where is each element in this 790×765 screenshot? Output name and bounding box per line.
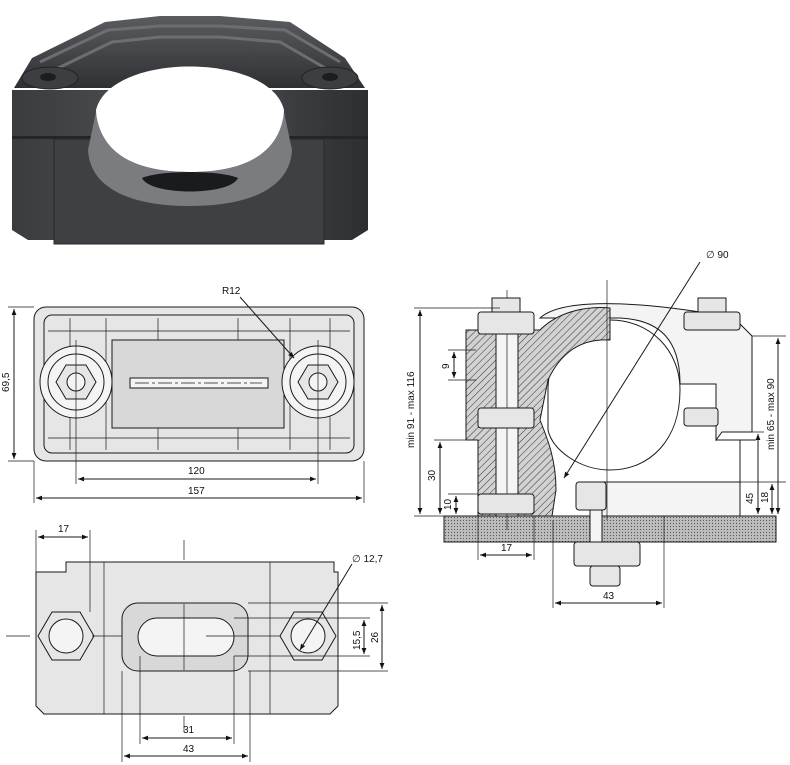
dim-10-label: 10 (443, 498, 454, 510)
base-view-drawing (6, 530, 388, 762)
dim-30-label: 30 (427, 469, 438, 481)
height-dimension-label: 69,5 (1, 372, 12, 392)
outer-width-dimension-label: 26 (370, 631, 381, 643)
dim-9-label: 9 (441, 363, 452, 369)
dim-18-label: 18 (760, 491, 771, 503)
top-view-drawing (8, 296, 365, 503)
overall-width-dimension-label: 157 (188, 486, 205, 497)
product-photo (12, 16, 368, 245)
cable-diameter-label: ∅ 90 (706, 250, 729, 261)
dim-17-label: 17 (501, 543, 513, 554)
dim-45-label: 45 (745, 492, 756, 504)
clamp-height-range-label: min 65 - max 90 (766, 378, 777, 450)
offset-dimension-label: 17 (58, 524, 70, 535)
slot-width-dimension-label: 15,5 (352, 630, 363, 650)
hole-diameter-label: ∅ 12,7 (352, 554, 383, 565)
slot-length-dimension-label: 31 (183, 725, 195, 736)
radius-label: R12 (222, 286, 241, 297)
inner-span-dimension-label: 120 (188, 466, 205, 477)
outer-length-dimension-label: 43 (183, 744, 195, 755)
overall-height-range-label: min 91 - max 116 (406, 371, 417, 448)
side-view-drawing (414, 261, 786, 608)
dim-43-label: 43 (603, 591, 615, 602)
